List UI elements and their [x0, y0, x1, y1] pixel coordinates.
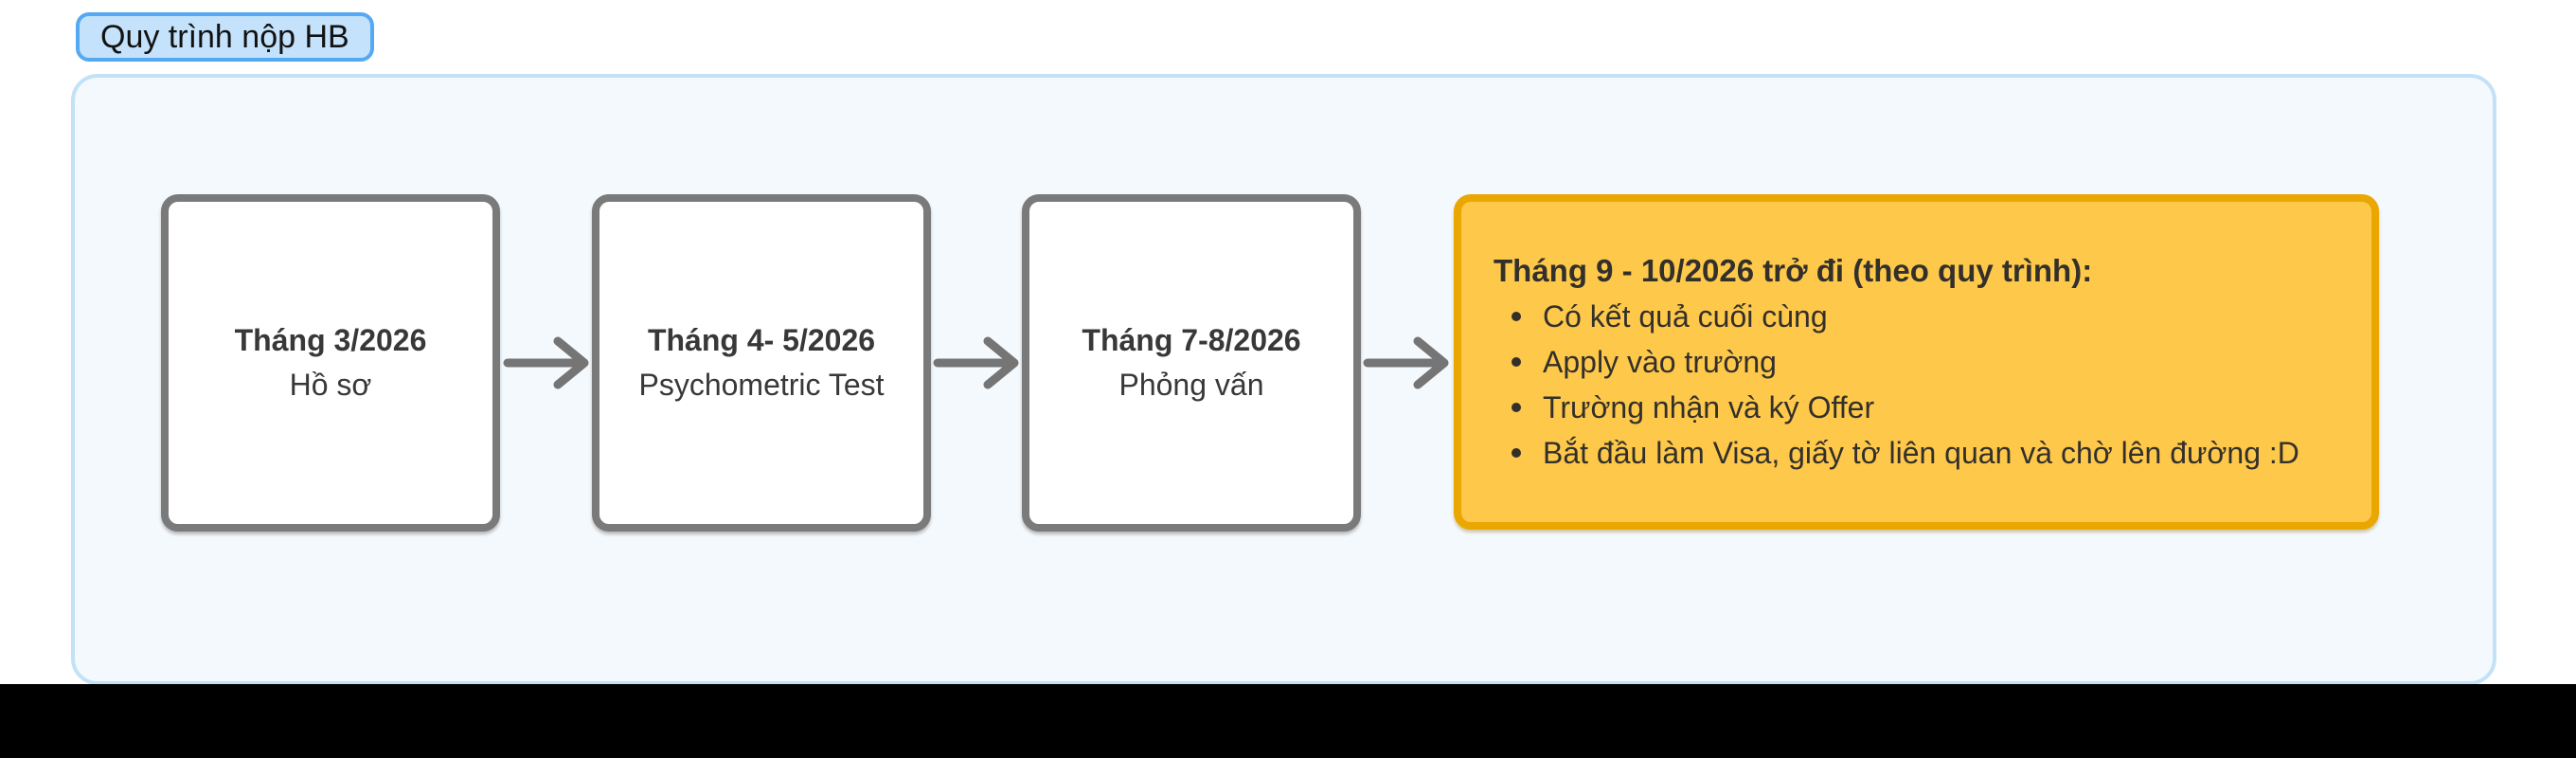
step-title: Tháng 4- 5/2026 — [647, 323, 876, 357]
bottom-black-bar — [0, 684, 2576, 758]
step-subtitle: Hồ sơ — [289, 368, 372, 402]
step-subtitle: Phỏng vấn — [1118, 368, 1264, 402]
result-title: Tháng 9 - 10/2026 trở đi (theo quy trình… — [1494, 253, 2093, 288]
result-bullet: Trường nhận và ký Offer — [1494, 385, 2352, 430]
result-bullet: Bắt đầu làm Visa, giấy tờ liên quan và c… — [1494, 430, 2352, 476]
step-title: Tháng 7-8/2026 — [1082, 323, 1301, 357]
step-box-ho-so: Tháng 3/2026 Hồ sơ — [161, 194, 500, 532]
arrow-right-icon — [1363, 336, 1449, 389]
step-box-phong-van: Tháng 7-8/2026 Phỏng vấn — [1022, 194, 1361, 532]
step-box-psychometric-test: Tháng 4- 5/2026 Psychometric Test — [592, 194, 931, 532]
result-bullet: Có kết quả cuối cùng — [1494, 294, 2352, 339]
process-label: Quy trình nộp HB — [76, 12, 374, 62]
result-bullet-list: Có kết quả cuối cùng Apply vào trường Tr… — [1494, 294, 2352, 476]
arrow-right-icon — [933, 336, 1019, 389]
step-subtitle: Psychometric Test — [638, 368, 885, 402]
result-box: Tháng 9 - 10/2026 trở đi (theo quy trình… — [1454, 194, 2379, 530]
arrow-right-icon — [503, 336, 589, 389]
result-bullet: Apply vào trường — [1494, 339, 2352, 385]
step-title: Tháng 3/2026 — [234, 323, 427, 357]
